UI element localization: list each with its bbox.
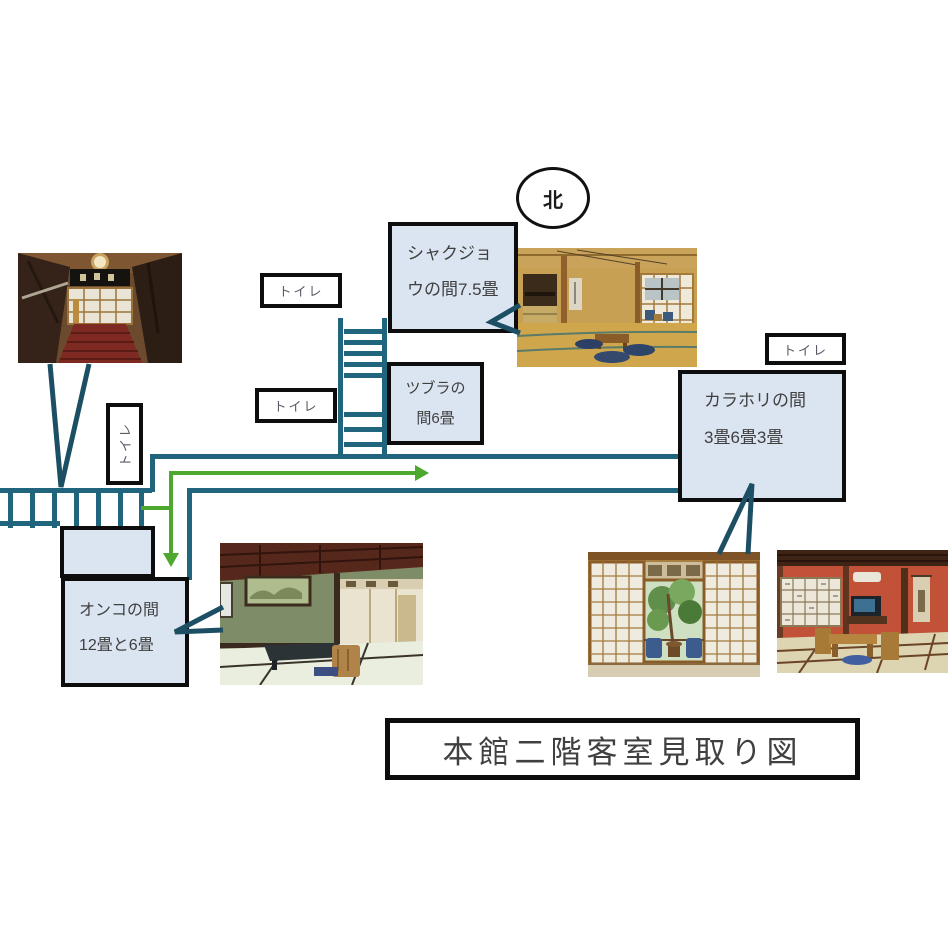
stair-rung — [8, 488, 13, 528]
stairs-vertical-rail-right — [382, 318, 387, 459]
room-box-annex — [60, 526, 155, 578]
toilet-label: トイレ — [782, 342, 828, 358]
room-box-karahori: カラホリの間 3畳6畳3畳 — [678, 370, 846, 502]
north-indicator: 北 — [516, 167, 590, 229]
corridor-line-bottom — [187, 488, 678, 493]
room-box-shakujo: シャクジョ ウの間7.5畳 — [388, 222, 518, 333]
stair-rung — [344, 442, 384, 447]
stair-rung — [96, 488, 101, 528]
room-label-line: シャクジョ — [407, 244, 492, 263]
stair-rung — [344, 362, 384, 367]
stair-rung — [344, 340, 384, 345]
room-label-line: 12畳と6畳 — [79, 637, 154, 655]
stairs-vertical-rail-left — [338, 318, 343, 458]
page-title: 本館二階客室見取り図 — [442, 734, 803, 770]
room-label-line: カラホリの間 — [704, 391, 806, 410]
corridor-top-left-drop — [150, 454, 155, 492]
room-box-tsubura: ツブラの 間6畳 — [387, 362, 484, 445]
stair-rung — [52, 488, 57, 528]
stair-rung — [344, 427, 384, 432]
stair-rung — [30, 488, 35, 528]
callout-arrow-staircase — [47, 363, 92, 488]
toilet-box-north: トイレ — [260, 273, 342, 308]
room-label-line: ツブラの — [405, 380, 466, 397]
corridor-line-top — [150, 454, 678, 459]
stair-rung — [344, 373, 384, 378]
route-arrow-south-line — [169, 471, 173, 555]
north-label: 北 — [543, 189, 563, 212]
toilet-label: トイレ — [118, 421, 134, 467]
corridor-bottom-left-drop — [187, 488, 192, 580]
photo-shakujo-room — [517, 248, 697, 367]
route-arrow-south-head — [163, 553, 179, 567]
toilet-box-mid: トイレ — [255, 388, 337, 423]
route-arrow-branch-line — [141, 506, 171, 510]
toilet-box-west: トイレ — [106, 403, 143, 485]
photo-karahori-room — [777, 550, 948, 673]
room-label-line: ウの間7.5畳 — [407, 279, 499, 299]
route-arrow-east-head — [415, 465, 429, 481]
room-label-line: 3畳6畳3畳 — [704, 428, 784, 448]
title-box: 本館二階客室見取り図 — [385, 718, 860, 780]
photo-karahori-window — [588, 552, 760, 677]
photo-staircase — [18, 253, 182, 363]
toilet-box-east: トイレ — [765, 333, 846, 365]
room-box-onko: オンコの間 12畳と6畳 — [61, 577, 189, 687]
stair-rung — [344, 329, 384, 334]
route-arrow-east-line — [171, 471, 417, 475]
room-label-line: 間6畳 — [416, 410, 455, 427]
room-label-line: オンコの間 — [79, 602, 160, 619]
toilet-label: トイレ — [273, 399, 319, 414]
stair-rung — [118, 488, 123, 528]
toilet-label: トイレ — [278, 284, 324, 299]
stair-rung — [74, 488, 79, 528]
stair-rung — [344, 412, 384, 417]
stair-rung — [344, 351, 384, 356]
photo-onko-room — [220, 543, 423, 685]
